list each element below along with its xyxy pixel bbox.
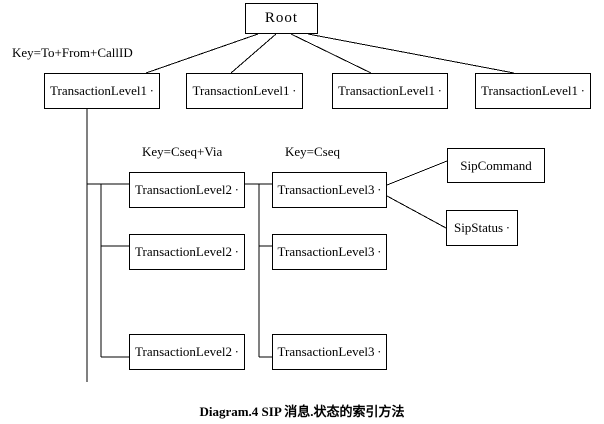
key-label-level3: Key=Cseq (285, 144, 340, 159)
node-transactionlevel1-3-label: TransactionLevel1 · (338, 83, 442, 98)
node-transactionlevel2-2: TransactionLevel2 · (129, 234, 245, 270)
node-transactionlevel3-1-label: TransactionLevel3 · (277, 182, 382, 197)
node-transactionlevel1-2-label: TransactionLevel1 · (192, 83, 297, 98)
key-label-level1: Key=To+From+CallID (12, 45, 133, 60)
diagram-caption: Diagram.4 SIP 消息.状态的索引方法 (199, 404, 405, 419)
node-root: Root (245, 3, 318, 34)
edge-root-tl1-2 (230, 33, 277, 74)
node-transactionlevel2-1-label: TransactionLevel2 · (135, 182, 239, 197)
node-sipcommand-label: SipCommand (460, 157, 532, 173)
key-label-level2: Key=Cseq+Via (142, 144, 223, 159)
node-transactionlevel2-3: TransactionLevel2 · (129, 334, 245, 370)
node-transactionlevel1-1: TransactionLevel1 · (44, 73, 160, 109)
edge-root-tl1-4 (307, 33, 515, 74)
edge-tl3-sipcommand (386, 160, 448, 186)
edge-tl3-sipstatus (386, 195, 447, 229)
node-transactionlevel1-2: TransactionLevel1 · (186, 73, 303, 109)
node-transactionlevel1-1-label: TransactionLevel1 · (50, 83, 154, 98)
node-transactionlevel3-3-label: TransactionLevel3 · (277, 344, 382, 359)
node-transactionlevel2-1: TransactionLevel2 · (129, 172, 245, 208)
node-transactionlevel2-3-label: TransactionLevel2 · (135, 344, 239, 359)
node-sipstatus-label: SipStatus · (453, 220, 511, 235)
node-transactionlevel3-2-label: TransactionLevel3 · (277, 244, 382, 259)
node-transactionlevel1-3: TransactionLevel1 · (332, 73, 448, 109)
node-transactionlevel3-1: TransactionLevel3 · (272, 172, 387, 208)
node-transactionlevel3-3: TransactionLevel3 · (272, 334, 387, 370)
node-sipstatus: SipStatus · (446, 210, 518, 246)
node-transactionlevel2-2-label: TransactionLevel2 · (135, 244, 239, 259)
node-root-label: Root (264, 10, 299, 26)
edge-root-tl1-1 (145, 33, 259, 74)
node-transactionlevel1-4-label: TransactionLevel1 · (481, 83, 585, 98)
node-transactionlevel3-2: TransactionLevel3 · (272, 234, 387, 270)
node-sipcommand: SipCommand (447, 148, 545, 183)
node-transactionlevel1-4: TransactionLevel1 · (475, 73, 591, 109)
edge-root-tl1-3 (290, 33, 372, 74)
